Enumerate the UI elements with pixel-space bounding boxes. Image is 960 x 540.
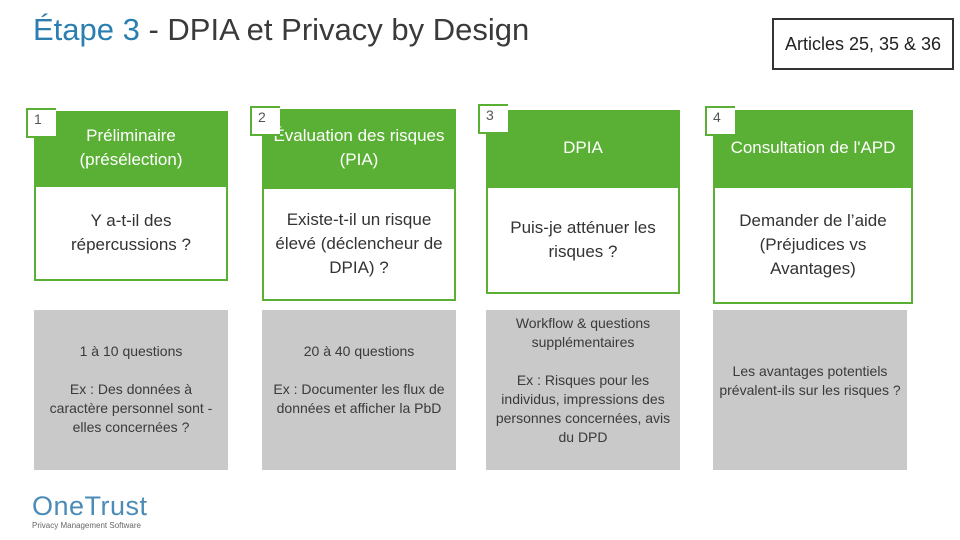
logo-tagline: Privacy Management Software [32, 521, 141, 530]
detail-top-1: 1 à 10 questions [79, 343, 183, 359]
onetrust-logo: OneTrust Privacy Management Software [32, 491, 148, 530]
step-question-2: Existe-t-il un risque élevé (déclencheur… [262, 187, 456, 301]
step-detail-3: Workflow & questions supplémentaires Ex … [486, 310, 680, 470]
step-heading-1: Préliminaire (présélection) [34, 111, 228, 185]
logo-name: OneTrust [32, 491, 148, 521]
step-detail-4: Les avantages potentiels prévalent-ils s… [713, 310, 907, 470]
step-number-1: 1 [26, 108, 56, 138]
step-number-3: 3 [478, 104, 508, 134]
step-number-4: 4 [705, 106, 735, 136]
detail-top-3: Workflow & questions supplémentaires [515, 315, 651, 350]
step-heading-3: DPIA [486, 110, 680, 186]
step-detail-2: 20 à 40 questions Ex : Documenter les fl… [262, 310, 456, 470]
step-question-3: Puis-je atténuer les risques ? [486, 186, 680, 294]
step-question-4: Demander de l’aide (Préjudices vs Avanta… [713, 186, 913, 304]
detail-bottom-2: Ex : Documenter les flux de données et a… [273, 381, 445, 416]
detail-bottom-3: Ex : Risques pour les individus, impress… [495, 372, 671, 445]
step-number-2: 2 [250, 106, 280, 136]
detail-top-2: 20 à 40 questions [303, 343, 415, 359]
detail-bottom-1: Ex : Des données à caractère personnel s… [49, 381, 213, 435]
title-step: Étape 3 [33, 12, 140, 47]
step-detail-1: 1 à 10 questions Ex : Des données à cara… [34, 310, 228, 470]
step-question-1: Y a-t-il des répercussions ? [34, 185, 228, 281]
step-heading-2: Évaluation des risques (PIA) [262, 109, 456, 187]
detail-bottom-4: Les avantages potentiels prévalent-ils s… [719, 363, 901, 398]
title-rest: - DPIA et Privacy by Design [139, 12, 530, 47]
articles-box: Articles 25, 35 & 36 [772, 18, 954, 70]
page-title: Étape 3 - DPIA et Privacy by Design [33, 12, 529, 48]
step-heading-4: Consultation de l'APD [713, 110, 913, 186]
